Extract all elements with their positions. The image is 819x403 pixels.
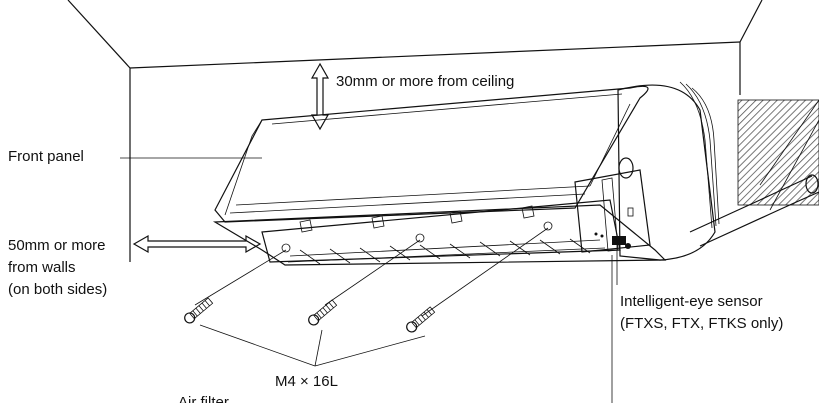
- leader-lines: [120, 157, 618, 403]
- wall-clearance-label-1: 50mm or more: [8, 237, 106, 254]
- screw-holes: [281, 221, 553, 253]
- eye-sensor-label-2: (FTXS, FTX, FTKS only): [620, 315, 784, 332]
- wall-clearance-label-2: from walls: [8, 259, 76, 276]
- wall-pipe-hole: [737, 99, 819, 206]
- air-filter-label: Air filter: [178, 394, 229, 403]
- ceiling-clearance-arrow: [310, 62, 330, 131]
- screws-label: M4 × 16L: [275, 373, 338, 390]
- ceiling-clearance-label: 30mm or more from ceiling: [336, 73, 515, 90]
- screws: [184, 297, 436, 333]
- wall-clearance-label-3: (on both sides): [8, 281, 108, 298]
- refrigerant-pipes: [689, 99, 819, 247]
- indoor-unit-body: [212, 81, 720, 266]
- front-panel: [214, 85, 649, 223]
- filter-clips: [299, 205, 535, 233]
- front-panel-label: Front panel: [8, 148, 84, 165]
- eye-sensor-label-1: Intelligent-eye sensor: [620, 293, 763, 310]
- wall-clearance-arrow: [132, 234, 262, 254]
- room-outline: [67, 0, 763, 262]
